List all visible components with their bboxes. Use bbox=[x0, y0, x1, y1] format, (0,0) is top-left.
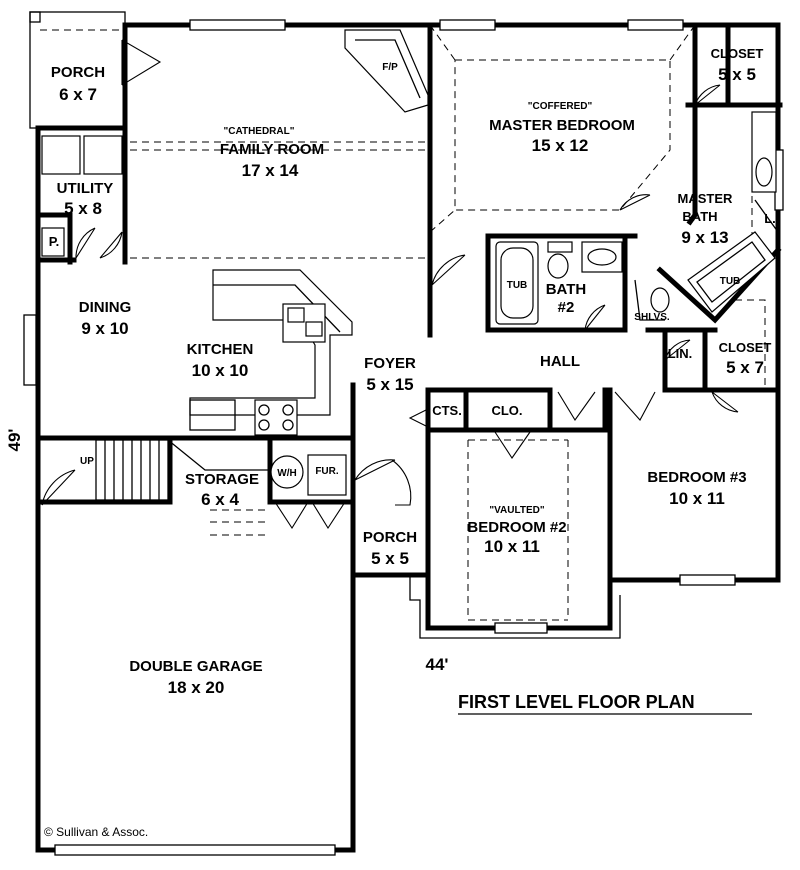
cts-name: CTS. bbox=[432, 403, 462, 418]
bath2-size: #2 bbox=[558, 299, 575, 316]
garage-name: DOUBLE GARAGE bbox=[129, 658, 262, 675]
pantry-name: P. bbox=[49, 234, 60, 249]
stairs-label: UP bbox=[80, 456, 94, 467]
water-heater-label: W/H bbox=[277, 468, 296, 479]
porch-front-name: PORCH bbox=[363, 529, 417, 546]
kitchen-size: 10 x 10 bbox=[192, 361, 249, 380]
bedroom3-name: BEDROOM #3 bbox=[647, 469, 746, 486]
hall-name: HALL bbox=[540, 353, 580, 370]
storage-name: STORAGE bbox=[185, 471, 259, 488]
storage-size: 6 x 4 bbox=[201, 490, 239, 509]
closet-right-size: 5 x 7 bbox=[726, 358, 764, 377]
shelves-name: SHLVS. bbox=[634, 312, 670, 323]
garage-size: 18 x 20 bbox=[168, 678, 225, 697]
dimension-depth: 49' bbox=[5, 429, 24, 452]
master-bed-name: MASTER BEDROOM bbox=[489, 117, 635, 134]
closet-top-size: 5 x 5 bbox=[718, 65, 756, 84]
bath-fixtures bbox=[495, 111, 779, 325]
linen-name: LIN. bbox=[668, 346, 693, 361]
master-bath-name: MASTER bbox=[678, 191, 734, 206]
bedroom3-size: 10 x 11 bbox=[669, 489, 725, 508]
windows bbox=[23, 19, 784, 856]
porch-top-size: 6 x 7 bbox=[59, 85, 97, 104]
furnace-label: FUR. bbox=[315, 466, 339, 477]
linen-small-name: L. bbox=[764, 211, 776, 226]
foyer-size: 5 x 15 bbox=[366, 375, 413, 394]
closet-top-name: CLOSET bbox=[711, 46, 764, 61]
kitchen-name: KITCHEN bbox=[187, 341, 254, 358]
bedroom2-note: "VAULTED" bbox=[489, 505, 544, 516]
utility-appliances bbox=[41, 135, 123, 257]
bath2-name: BATH bbox=[546, 281, 587, 298]
utility-size: 5 x 8 bbox=[64, 199, 102, 218]
dining-name: DINING bbox=[79, 299, 132, 316]
stairs bbox=[95, 439, 270, 501]
plan-title: FIRST LEVEL FLOOR PLAN bbox=[458, 692, 695, 712]
master-bath-size: 9 x 13 bbox=[681, 228, 728, 247]
storage-fixtures bbox=[270, 454, 347, 496]
family-name: FAMILY ROOM bbox=[220, 141, 324, 158]
tub-bath2-name: TUB bbox=[507, 280, 528, 291]
kitchen-counters bbox=[189, 269, 353, 436]
fireplace bbox=[344, 29, 429, 113]
dimension-width: 44' bbox=[426, 655, 449, 674]
clo-name: CLO. bbox=[491, 403, 522, 418]
master-bath-name2: BATH bbox=[682, 209, 717, 224]
master-bed-size: 15 x 12 bbox=[532, 136, 589, 155]
porch-top-name: PORCH bbox=[51, 64, 105, 81]
fireplace-name: F/P bbox=[382, 62, 398, 73]
foyer-name: FOYER bbox=[364, 355, 416, 372]
room-labels: PORCH 6 x 7 UTILITY 5 x 8 P. "CATHEDRAL"… bbox=[49, 46, 776, 697]
tub-master-name: TUB bbox=[720, 276, 741, 287]
master-bed-note: "COFFERED" bbox=[528, 101, 593, 112]
family-size: 17 x 14 bbox=[242, 161, 299, 180]
bedroom2-name: BEDROOM #2 bbox=[467, 519, 566, 536]
porch-outlines bbox=[29, 11, 621, 639]
family-note: "CATHEDRAL" bbox=[224, 126, 295, 137]
utility-name: UTILITY bbox=[57, 180, 114, 197]
bedroom2-size: 10 x 11 bbox=[484, 537, 540, 556]
porch-front-size: 5 x 5 bbox=[371, 549, 409, 568]
closet-right-name: CLOSET bbox=[719, 340, 772, 355]
dining-size: 9 x 10 bbox=[81, 319, 128, 338]
copyright-credit: © Sullivan & Assoc. bbox=[44, 825, 148, 839]
doors bbox=[41, 39, 739, 530]
